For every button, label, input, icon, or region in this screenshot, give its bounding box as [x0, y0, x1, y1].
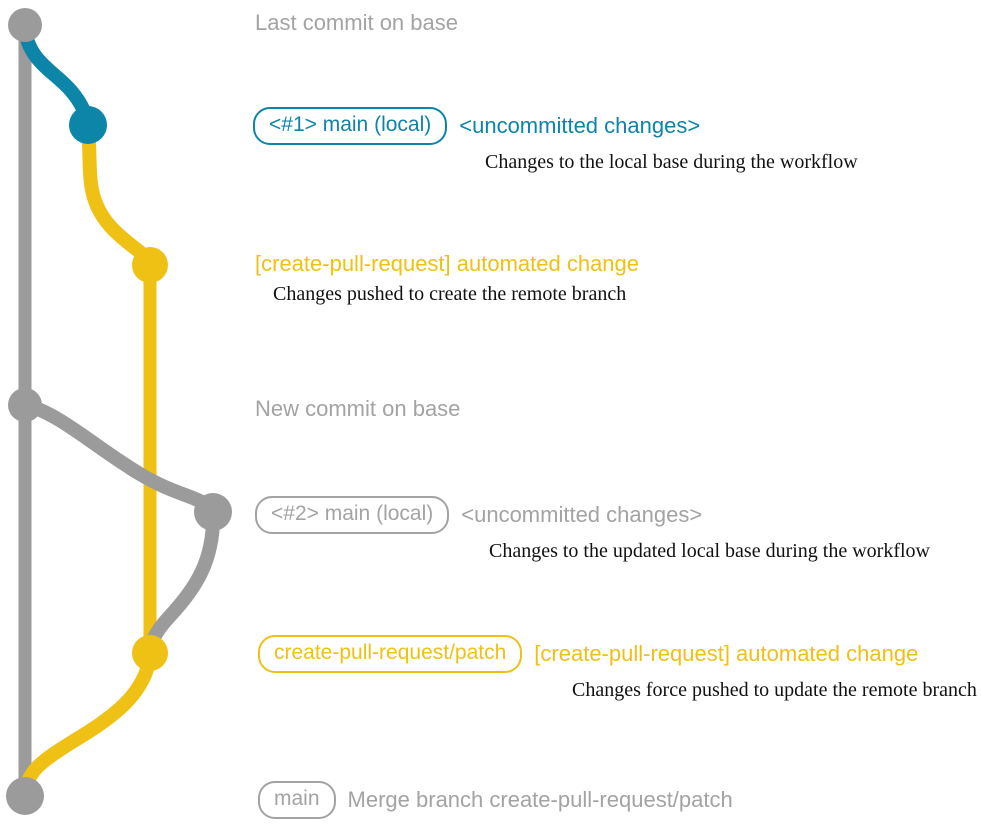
commit-entry-new-commit-on-base: New commit on base: [255, 396, 460, 422]
commit-entry-last-commit-on-base: Last commit on base: [255, 10, 458, 36]
commit-subject: <uncommitted changes>: [461, 502, 703, 527]
commit-subject: Merge branch create-pull-request/patch: [347, 787, 733, 812]
commit-subject: Last commit on base: [255, 10, 458, 35]
node-local-1[interactable]: [69, 106, 107, 144]
commit-headline: <#1> main (local) <uncommitted changes>: [253, 107, 858, 145]
node-base-last[interactable]: [8, 8, 42, 42]
node-patch-force[interactable]: [132, 635, 168, 671]
commit-subject: [create-pull-request] automated change: [534, 641, 919, 666]
commit-headline: New commit on base: [255, 396, 460, 422]
commit-entry-local-change-2: <#2> main (local) <uncommitted changes> …: [255, 496, 930, 563]
edge-patch2-to-merge: [18, 648, 157, 801]
commit-headline: [create-pull-request] automated change: [255, 251, 639, 277]
commit-note: Changes to the local base during the wor…: [485, 151, 858, 173]
ref-pill-main-local-1[interactable]: <#1> main (local): [253, 107, 448, 145]
commit-note: Changes pushed to create the remote bran…: [273, 283, 627, 305]
node-local-2[interactable]: [194, 493, 232, 531]
node-patch-create[interactable]: [132, 247, 168, 283]
commit-headline: main Merge branch create-pull-request/pa…: [258, 781, 733, 819]
node-base-new[interactable]: [8, 388, 42, 422]
commit-note: Changes to the updated local base during…: [489, 540, 930, 562]
ref-pill-create-pull-request-patch[interactable]: create-pull-request/patch: [258, 635, 523, 673]
ref-pill-main[interactable]: main: [258, 781, 336, 819]
commit-headline: Last commit on base: [255, 10, 458, 36]
ref-pill-main-local-2[interactable]: <#2> main (local): [255, 496, 450, 534]
commit-entry-automated-change-1: [create-pull-request] automated change C…: [255, 251, 639, 306]
node-merge[interactable]: [6, 777, 44, 815]
commit-note: Changes force pushed to update the remot…: [572, 679, 977, 701]
graph-nodes: [6, 8, 232, 815]
commit-headline: create-pull-request/patch [create-pull-r…: [258, 635, 977, 673]
commit-subject: [create-pull-request] automated change: [255, 251, 640, 276]
graph-edges: [18, 18, 221, 803]
commit-entry-local-change-1: <#1> main (local) <uncommitted changes> …: [253, 107, 858, 174]
commit-subject: <uncommitted changes>: [459, 113, 701, 138]
commit-entry-merge-commit: main Merge branch create-pull-request/pa…: [258, 781, 733, 819]
commit-headline: <#2> main (local) <uncommitted changes>: [255, 496, 930, 534]
commit-subject: New commit on base: [255, 396, 461, 421]
commit-entry-automated-change-2: create-pull-request/patch [create-pull-r…: [258, 635, 977, 702]
